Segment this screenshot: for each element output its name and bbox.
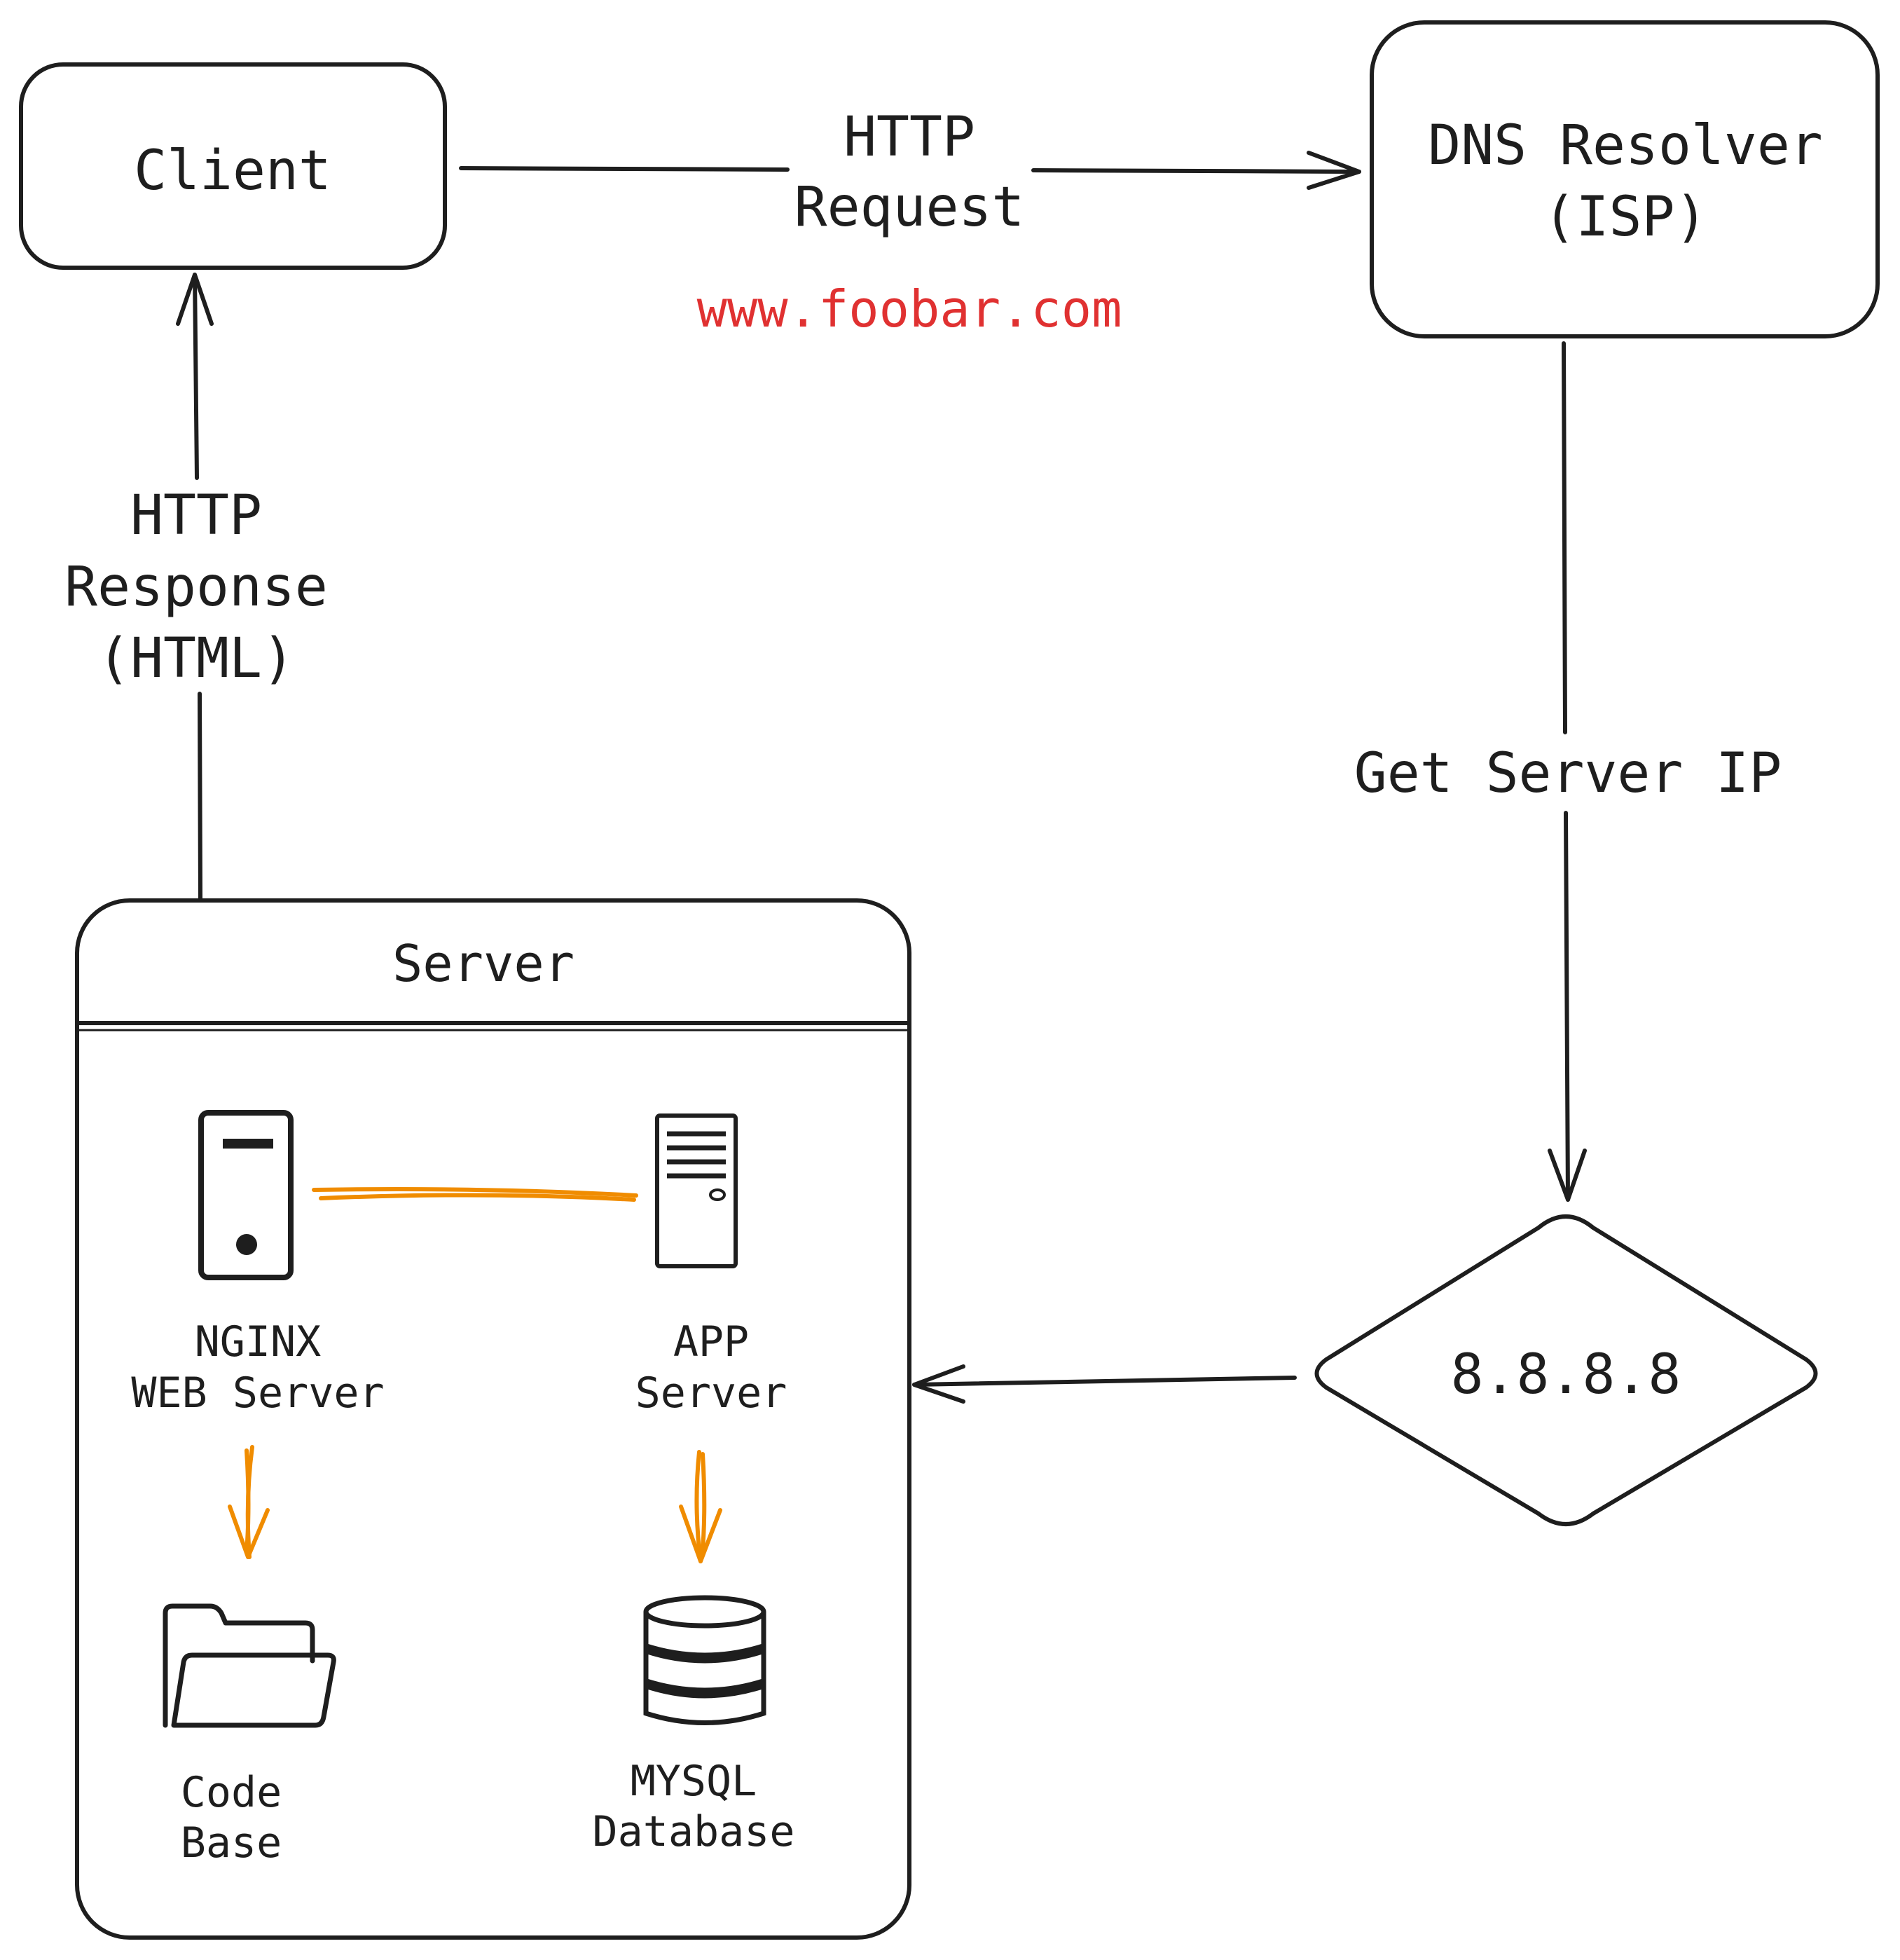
nginx-label-line1: NGINX <box>195 1317 322 1366</box>
server-title: Server <box>392 934 574 993</box>
dns-ip-node[interactable]: 8.8.8.8 <box>1314 1214 1818 1526</box>
codebase-label-line1: Code <box>181 1768 282 1817</box>
ip-to-server-edge <box>912 1364 1297 1404</box>
get-ip-label: Get Server IP <box>1354 742 1782 805</box>
arrowhead-icon <box>1548 1149 1587 1202</box>
arrowhead-icon <box>176 273 214 326</box>
codebase-label-line2: Base <box>181 1818 282 1868</box>
response-label-line2: Response <box>64 556 328 619</box>
app-label-line1: APP <box>673 1317 749 1366</box>
client-label: Client <box>134 139 331 203</box>
dns-resolver-label-line2: (ISP) <box>1543 186 1708 249</box>
app-label-line2: Server <box>635 1369 787 1418</box>
database-icon <box>643 1595 766 1725</box>
mysql-label-line2: Database <box>593 1807 795 1856</box>
app-mysql-edge <box>679 1450 722 1563</box>
rack-server-icon <box>655 1113 738 1268</box>
nginx-codebase-edge <box>228 1445 270 1559</box>
dns-resolver-node[interactable]: DNS Resolver (ISP) <box>1370 20 1880 338</box>
dns-ip-label: 8.8.8.8 <box>1451 1343 1681 1406</box>
nginx-app-connector <box>312 1187 638 1202</box>
response-edge: HTTP Response (HTML) <box>64 273 328 900</box>
arrowhead-icon <box>912 1364 965 1404</box>
get-ip-edge: Get Server IP <box>1354 341 1782 1202</box>
folder-icon <box>163 1603 336 1728</box>
arrowhead-icon <box>1307 151 1361 190</box>
arrowhead-icon <box>679 1505 722 1563</box>
response-label-line1: HTTP <box>130 484 262 547</box>
request-label-line2: Request <box>794 176 1025 239</box>
response-label-line3: (HTML) <box>97 627 295 690</box>
request-edge: HTTP Request www.foobar.com <box>459 106 1361 338</box>
arrowhead-icon <box>228 1505 270 1559</box>
tower-server-icon <box>198 1110 294 1280</box>
nginx-label-line2: WEB Server <box>131 1369 384 1418</box>
request-label-line1: HTTP <box>844 106 975 169</box>
dns-resolver-label-line1: DNS Resolver <box>1428 114 1823 177</box>
server-node[interactable]: Server <box>75 898 911 1940</box>
mysql-label-line1: MYSQL <box>631 1757 757 1806</box>
request-url: www.foobar.com <box>697 280 1122 338</box>
client-node[interactable]: Client <box>19 62 447 270</box>
